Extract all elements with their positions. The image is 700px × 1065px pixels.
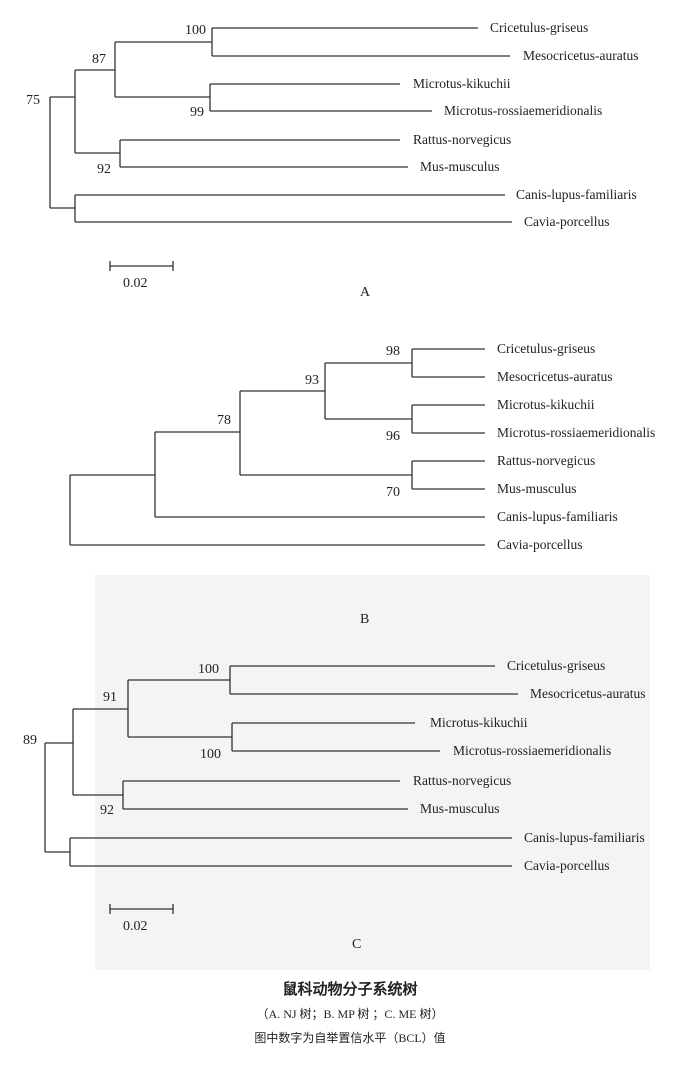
taxon-label: Cavia-porcellus bbox=[497, 537, 582, 552]
panel-a-bootstrap-values: 100 87 99 75 92 bbox=[26, 23, 206, 177]
taxon-label: Mus-musculus bbox=[420, 801, 500, 816]
taxon-label: Canis-lupus-familiaris bbox=[524, 830, 645, 845]
taxon-label: Mus-musculus bbox=[420, 159, 500, 174]
panel-c-tree bbox=[44, 665, 518, 867]
scan-background-shade bbox=[95, 575, 650, 970]
panel-c-taxa: Cricetulus-griseus Mesocricetus-auratus … bbox=[413, 658, 645, 873]
panel-c-scale-bar: 0.02 bbox=[109, 904, 174, 934]
bootstrap-value: 92 bbox=[100, 803, 114, 818]
figure-caption-subtitle: （A. NJ 树；B. MP 树 ；C. ME 树） bbox=[257, 1006, 444, 1021]
taxon-label: Mesocricetus-auratus bbox=[530, 686, 645, 701]
panel-b-tree bbox=[69, 348, 485, 546]
taxon-label: Microtus-kikuchii bbox=[497, 397, 595, 412]
taxon-label: Cavia-porcellus bbox=[524, 858, 609, 873]
panel-a-scale-bar: 0.02 bbox=[109, 261, 174, 291]
taxon-label: Rattus-norvegicus bbox=[413, 132, 511, 147]
bootstrap-value: 89 bbox=[23, 733, 37, 748]
taxon-label: Rattus-norvegicus bbox=[413, 773, 511, 788]
panel-label-c: C bbox=[352, 937, 361, 952]
panel-label-b: B bbox=[360, 612, 369, 627]
taxon-label: Microtus-rossiaemeridionalis bbox=[444, 103, 602, 118]
bootstrap-value: 93 bbox=[305, 373, 319, 388]
bootstrap-value: 100 bbox=[200, 747, 221, 762]
panel-a-tree bbox=[49, 27, 512, 223]
bootstrap-value: 91 bbox=[103, 690, 117, 705]
bootstrap-value: 75 bbox=[26, 93, 40, 108]
taxon-label: Cricetulus-griseus bbox=[490, 20, 588, 35]
taxon-label: Microtus-kikuchii bbox=[430, 715, 528, 730]
bootstrap-value: 70 bbox=[386, 485, 400, 500]
taxon-label: Mesocricetus-auratus bbox=[523, 48, 638, 63]
taxon-label: Canis-lupus-familiaris bbox=[497, 509, 618, 524]
taxon-label: Cricetulus-griseus bbox=[497, 341, 595, 356]
panel-b-taxa: Cricetulus-griseus Mesocricetus-auratus … bbox=[497, 341, 655, 552]
panel-c-bootstrap-values: 100 91 100 89 92 bbox=[23, 662, 221, 818]
taxon-label: Cavia-porcellus bbox=[524, 214, 609, 229]
taxon-label: Microtus-rossiaemeridionalis bbox=[453, 743, 611, 758]
bootstrap-value: 92 bbox=[97, 162, 111, 177]
bootstrap-value: 96 bbox=[386, 429, 400, 444]
bootstrap-value: 99 bbox=[190, 105, 204, 120]
bootstrap-value: 98 bbox=[386, 344, 400, 359]
taxon-label: Microtus-rossiaemeridionalis bbox=[497, 425, 655, 440]
taxon-label: Mesocricetus-auratus bbox=[497, 369, 612, 384]
taxon-label: Canis-lupus-familiaris bbox=[516, 187, 637, 202]
scale-bar-label: 0.02 bbox=[123, 276, 148, 291]
figure-caption-title: 鼠科动物分子系统树 bbox=[282, 980, 417, 998]
taxon-label: Mus-musculus bbox=[497, 481, 577, 496]
bootstrap-value: 87 bbox=[92, 52, 106, 67]
bootstrap-value: 100 bbox=[198, 662, 219, 677]
taxon-label: Cricetulus-griseus bbox=[507, 658, 605, 673]
taxon-label: Microtus-kikuchii bbox=[413, 76, 511, 91]
panel-a-taxa: Cricetulus-griseus Mesocricetus-auratus … bbox=[413, 20, 638, 229]
taxon-label: Rattus-norvegicus bbox=[497, 453, 595, 468]
bootstrap-value: 78 bbox=[217, 413, 231, 428]
scale-bar-label: 0.02 bbox=[123, 919, 148, 934]
panel-label-a: A bbox=[360, 285, 371, 300]
figure-caption-note: 图中数字为自举置信水平（BCL）值 bbox=[254, 1030, 445, 1045]
bootstrap-value: 100 bbox=[185, 23, 206, 38]
panel-b-bootstrap-values: 98 93 96 78 70 bbox=[217, 344, 400, 500]
